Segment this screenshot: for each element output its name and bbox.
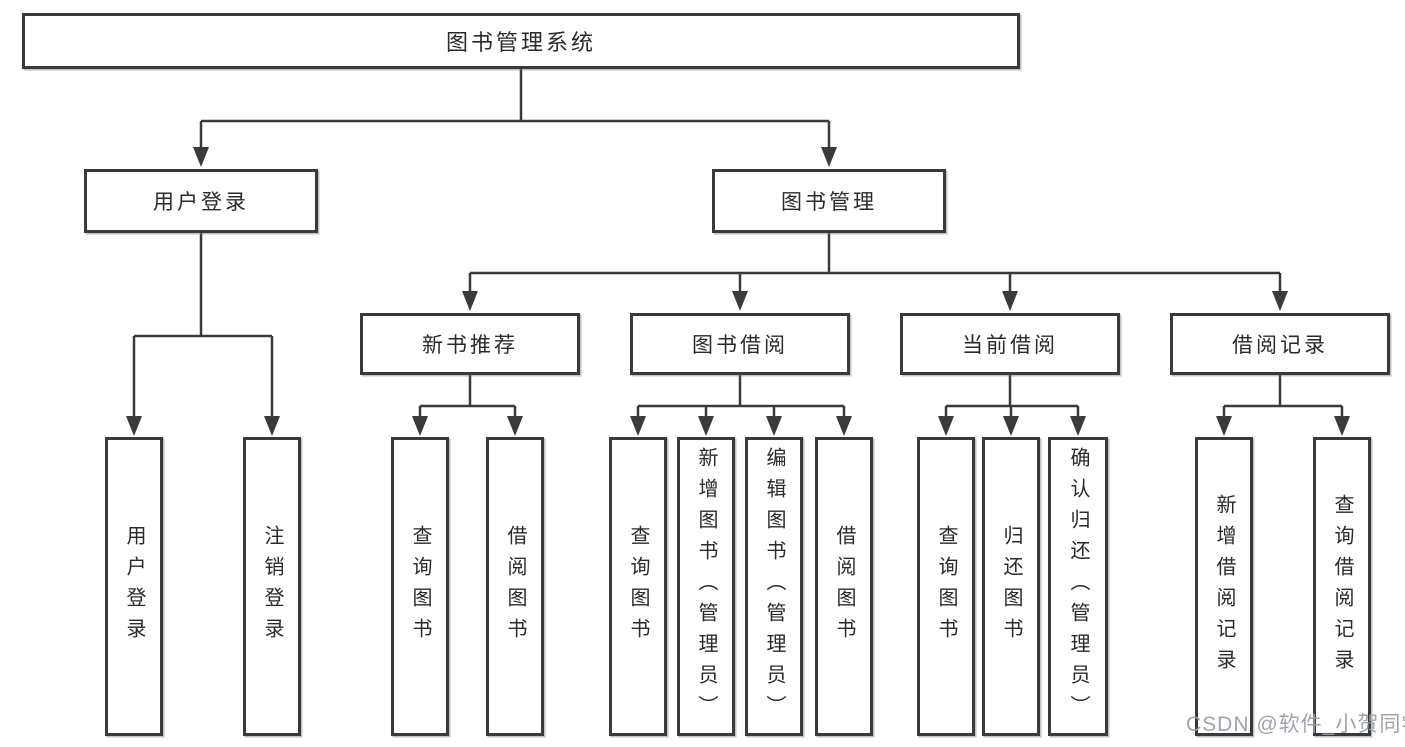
node-label: 图书借阅 — [692, 334, 788, 357]
arrowheads — [126, 147, 1350, 436]
node-label: 图书管理系统 — [445, 30, 596, 55]
arrow-icon — [732, 291, 748, 311]
leaf-query-books-recommend: 查询图书 — [391, 437, 449, 736]
node-label: 查询图书 — [409, 524, 431, 649]
node-label: 注销登录 — [261, 524, 283, 649]
arrow-icon — [766, 416, 782, 436]
node-label: 新增借阅记录 — [1213, 493, 1235, 680]
connector-current-split — [944, 375, 1080, 420]
leaf-confirm-return-admin: 确认归还（管理员） — [1048, 437, 1108, 736]
connector-login-split — [132, 233, 274, 420]
node-borrowing-records: 借阅记录 — [1170, 313, 1390, 375]
node-book-management: 图书管理 — [712, 169, 946, 233]
leaf-borrow-books-borrowing: 借阅图书 — [815, 437, 873, 736]
leaf-borrow-books-recommend: 借阅图书 — [486, 437, 544, 736]
connector-root-split — [199, 69, 831, 151]
node-label: 用户登录 — [123, 524, 145, 649]
connector-mgmt-split — [468, 233, 1282, 295]
node-label: 编辑图书（管理员） — [763, 447, 785, 726]
leaf-return-books: 归还图书 — [982, 437, 1040, 736]
arrow-icon — [1272, 291, 1288, 311]
leaf-add-borrow-record: 新增借阅记录 — [1195, 437, 1253, 736]
arrow-icon — [698, 416, 714, 436]
leaf-user-login: 用户登录 — [105, 437, 163, 736]
arrow-icon — [507, 416, 523, 436]
leaf-add-books-admin: 新增图书（管理员） — [677, 437, 735, 736]
node-label: 确认归还（管理员） — [1067, 447, 1089, 726]
connector-records-split — [1222, 375, 1344, 420]
node-label: 查询图书 — [935, 524, 957, 649]
node-library-management-system: 图书管理系统 — [22, 13, 1020, 69]
arrow-icon — [1003, 416, 1019, 436]
node-label: 当前借阅 — [962, 334, 1058, 357]
node-label: 用户登录 — [153, 191, 249, 214]
arrow-icon — [630, 416, 646, 436]
node-label: 借阅图书 — [504, 524, 526, 649]
node-label: 归还图书 — [1000, 524, 1022, 649]
connector-borrowing-split — [636, 375, 846, 420]
arrow-icon — [193, 147, 209, 167]
arrow-icon — [264, 416, 280, 436]
node-label: 借阅记录 — [1232, 334, 1328, 357]
arrow-icon — [1070, 416, 1086, 436]
node-label: 新增图书（管理员） — [695, 447, 717, 726]
node-new-book-recommendation: 新书推荐 — [360, 313, 580, 375]
node-user-login: 用户登录 — [84, 169, 318, 233]
node-current-borrowing: 当前借阅 — [900, 313, 1120, 375]
node-label: 新书推荐 — [422, 334, 518, 357]
arrow-icon — [821, 147, 837, 167]
leaf-query-books-borrowing: 查询图书 — [609, 437, 667, 736]
node-label: 借阅图书 — [833, 524, 855, 649]
arrow-icon — [462, 291, 478, 311]
arrow-icon — [412, 416, 428, 436]
leaf-logout: 注销登录 — [243, 437, 301, 736]
leaf-query-books-current: 查询图书 — [917, 437, 975, 736]
leaf-edit-books-admin: 编辑图书（管理员） — [745, 437, 803, 736]
connector-recommend-split — [418, 375, 517, 420]
leaf-query-borrow-record: 查询借阅记录 — [1313, 437, 1371, 736]
arrow-icon — [1334, 416, 1350, 436]
arrow-icon — [126, 416, 142, 436]
arrow-icon — [1216, 416, 1232, 436]
node-label: 查询图书 — [627, 524, 649, 649]
arrow-icon — [836, 416, 852, 436]
node-label: 图书管理 — [781, 191, 877, 214]
arrow-icon — [1002, 291, 1018, 311]
node-book-borrowing: 图书借阅 — [630, 313, 850, 375]
arrow-icon — [938, 416, 954, 436]
node-label: 查询借阅记录 — [1331, 493, 1353, 680]
csdn-watermark: CSDN @软件_小贺同学 — [1186, 713, 1405, 736]
